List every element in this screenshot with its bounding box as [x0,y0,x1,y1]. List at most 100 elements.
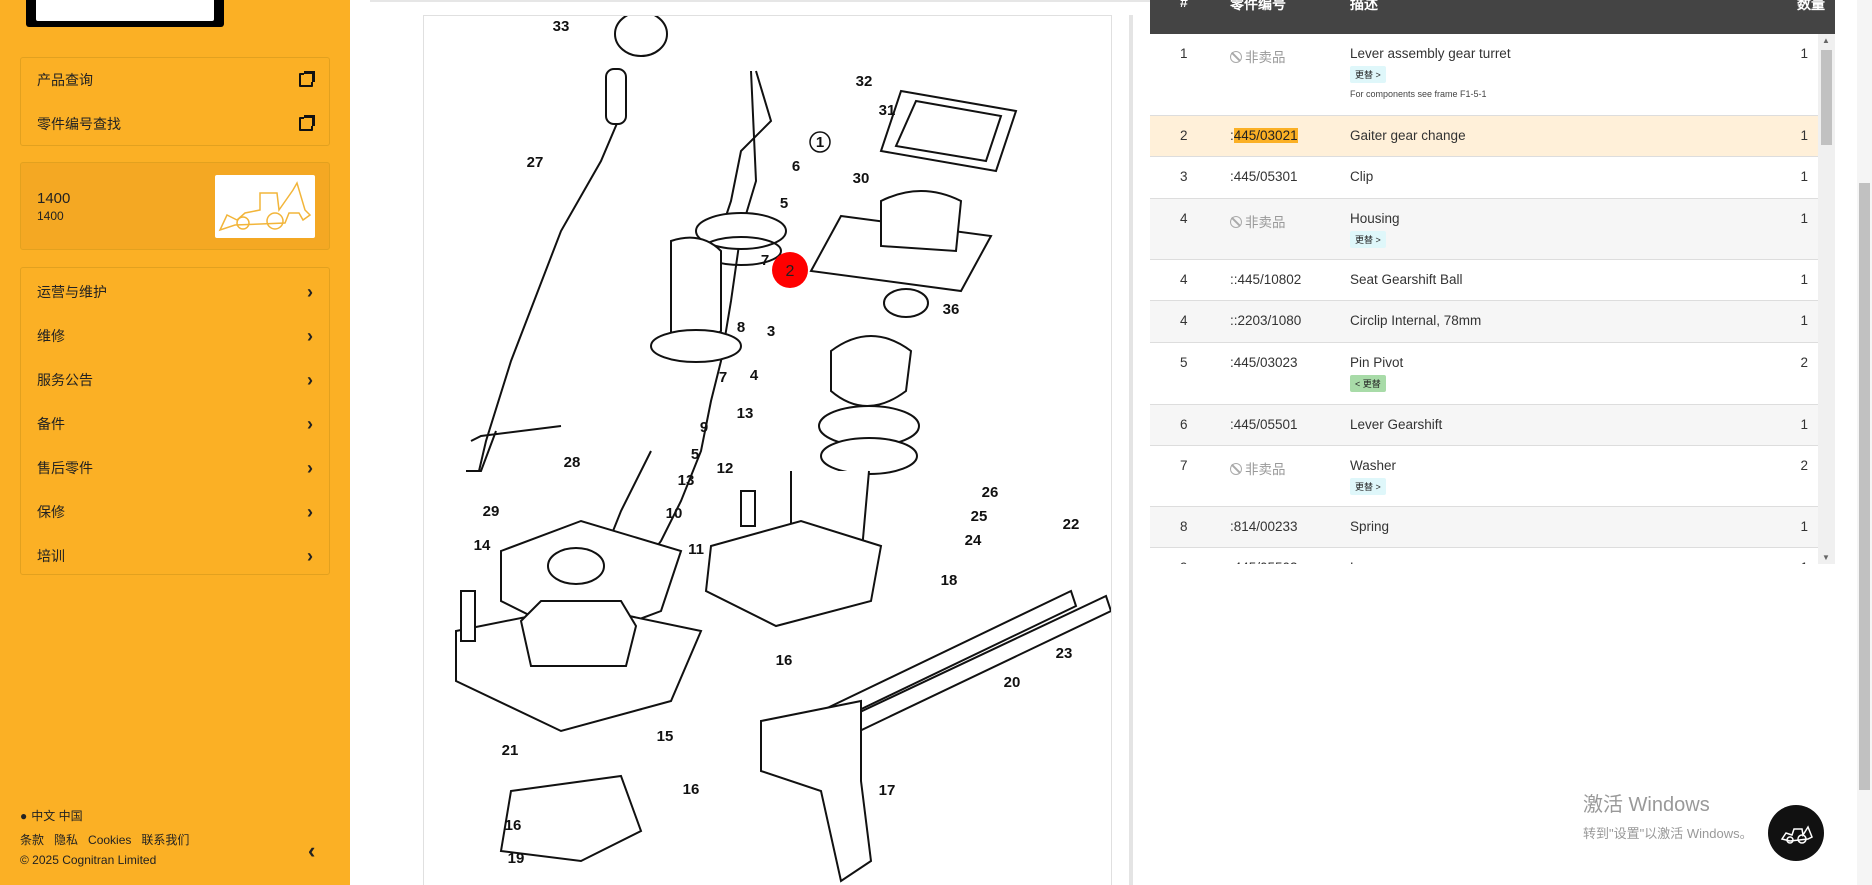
jcb-logo[interactable] [26,0,224,27]
part-number[interactable]: :814/00233 [1230,519,1298,534]
language-selector[interactable]: ●中文 中国 [20,807,93,824]
description: Washer [1350,458,1397,473]
nav-item-operation-maintenance[interactable]: 运营与维护› [21,270,329,314]
contact-link[interactable]: 联系我们 [141,833,190,847]
callout-label[interactable]: 6 [792,158,800,175]
privacy-link[interactable]: 隐私 [54,833,79,847]
callout-label[interactable]: 27 [527,154,544,171]
callout-label[interactable]: 16 [683,781,700,798]
callout-label[interactable]: 4 [750,367,759,384]
nav-item-aftermarket-parts[interactable]: 售后零件› [21,446,329,490]
table-scrollbar[interactable]: ▲▼ [1818,34,1835,564]
machine-fab-button[interactable] [1768,805,1824,861]
callout-label[interactable]: 19 [508,850,525,867]
part-number[interactable]: :445/05503 [1230,560,1298,564]
callout-label[interactable]: 8 [737,319,745,336]
part-number: 非卖品 [1230,211,1286,231]
callout-label[interactable]: 33 [553,18,570,35]
callout-label[interactable]: 31 [879,102,896,119]
description: Circlip Internal, 78mm [1350,313,1482,328]
callout-label[interactable]: 7 [761,252,769,269]
terms-link[interactable]: 条款 [20,833,45,847]
callout-label[interactable]: 32 [856,73,873,90]
page-scrollbar[interactable] [1857,0,1872,885]
description-cell: Circlip Internal, 78mm [1350,313,1481,328]
table-row[interactable]: 9:445/05503L1 [1150,548,1818,564]
part-number[interactable]: :445/03023 [1230,355,1298,370]
header-quantity: 数量 [1797,0,1825,12]
supersession-badge[interactable]: 更替 > [1350,478,1386,495]
callout-label[interactable]: 3 [767,323,775,340]
callout-label[interactable]: 36 [943,301,960,318]
callout-label[interactable]: 10 [666,505,683,522]
nav-item-training[interactable]: 培训› [21,534,329,578]
not-for-sale-label: 非卖品 [1245,215,1286,230]
part-number: 非卖品 [1230,46,1286,66]
part-number[interactable]: ::445/10802 [1230,272,1302,287]
callout-label[interactable]: 1 [816,134,824,151]
callout-label[interactable]: 9 [700,419,708,436]
callout-label[interactable]: 21 [502,742,519,759]
panel-resize-handle[interactable] [1129,15,1133,885]
supersession-badge[interactable]: 更替 > [1350,66,1386,83]
part-number[interactable]: :445/05501 [1230,417,1298,432]
callout-label[interactable]: 11 [688,541,704,558]
callout-label[interactable]: 13 [737,405,754,422]
callout-label[interactable]: 16 [505,817,522,834]
callout-label[interactable]: 16 [776,652,793,669]
chevron-right-icon: › [307,325,313,346]
callout-label[interactable]: 22 [1063,516,1080,533]
supersession-badge[interactable]: < 更替 [1350,375,1386,392]
item-number: 4 [1180,313,1188,328]
quick-link-part-number-search[interactable]: 零件编号查找 [21,102,329,146]
callout-label[interactable]: 5 [780,195,788,212]
callout-label[interactable]: 25 [971,508,988,525]
callout-label[interactable]: 26 [982,484,999,501]
callout-label[interactable]: 17 [879,782,896,799]
callout-label[interactable]: 12 [717,460,734,477]
description: Lever Gearshift [1350,417,1443,432]
callout-label[interactable]: 7 [719,369,727,386]
part-number[interactable]: :445/03021 [1230,128,1298,143]
callout-label[interactable]: 20 [1004,674,1021,691]
callout-label[interactable]: 29 [483,503,500,520]
nav-item-parts[interactable]: 备件› [21,402,329,446]
nav-item-repair[interactable]: 维修› [21,314,329,358]
callout-label[interactable]: 18 [941,572,958,589]
diagram-part-shape [466,425,562,472]
supersession-badge[interactable]: 更替 > [1350,231,1386,248]
quick-link-product-search[interactable]: 产品查询 [21,58,329,102]
cookies-link[interactable]: Cookies [88,833,132,847]
callout-label[interactable]: 24 [965,532,982,549]
callout-label[interactable]: 23 [1056,645,1073,662]
callout-label[interactable]: 14 [474,537,491,554]
callout-label[interactable]: 5 [691,446,699,463]
diagram-part-shape [760,699,873,883]
nav-label: 运营与维护 [37,284,107,300]
watermark-title: 激活 Windows [1583,794,1710,816]
part-number[interactable]: :445/05301 [1230,169,1298,184]
model-card[interactable]: 1400 1400 [20,162,330,250]
nav-menu: 运营与维护› 维修› 服务公告› 备件› 售后零件› 保修› 培训› [20,267,330,575]
nav-item-service-bulletins[interactable]: 服务公告› [21,358,329,402]
nav-item-warranty[interactable]: 保修› [21,490,329,534]
callout-label[interactable]: 15 [657,728,674,745]
callout-label[interactable]: 30 [853,170,870,187]
callout-label[interactable]: 28 [564,454,581,471]
collapse-sidebar-chevron-left-icon[interactable]: ‹ [308,838,316,863]
selected-callout-marker[interactable] [772,252,808,288]
callout-label[interactable]: 13 [678,472,695,489]
part-number-highlight: 445/03021 [1233,128,1298,143]
part-number[interactable]: ::2203/1080 [1230,313,1302,328]
